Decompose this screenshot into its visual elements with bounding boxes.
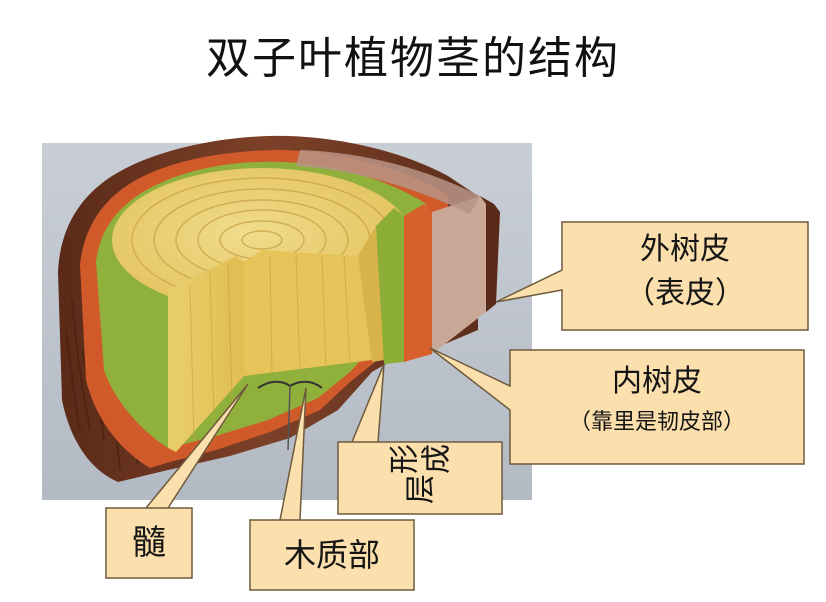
callout-outer-bark (495, 221, 809, 331)
callout-xylem (249, 387, 415, 591)
ring-top-bands (296, 150, 480, 214)
xylem-right-face (358, 226, 384, 362)
pith-label: 髓 (132, 523, 166, 563)
outer-bark-label: 外树皮 （表皮） (562, 228, 808, 316)
outer-bark-cut-edge (480, 196, 500, 312)
cambium-label: 形成层 (340, 445, 500, 510)
xylem-label: 木质部 (283, 536, 380, 574)
inner-bark-label-line2: （靠里是韧皮部） (568, 410, 745, 435)
outer-bark-label-line1: 外树皮 (640, 232, 730, 267)
inner-bark-cut-face (404, 204, 432, 362)
callout-cambium (337, 363, 503, 515)
callout-pith (105, 383, 249, 579)
pith-bracket-leader (287, 385, 291, 451)
xylem-front-face (168, 256, 244, 452)
wood-grain (189, 255, 351, 441)
callout-inner-bark (429, 347, 805, 465)
cambium-cut-face (376, 208, 404, 364)
outer-bark-label-line2: （表皮） (625, 276, 745, 311)
xylem-wedge-face (244, 250, 372, 376)
page-title: 双子叶植物茎的结构 (206, 33, 620, 84)
inner-bark-label-line1: 内树皮 (612, 364, 702, 399)
phloem-cut-face (432, 196, 486, 354)
inner-bark-label: 内树皮 （靠里是韧皮部） (510, 360, 804, 442)
cambium-label-text: 形成层 (388, 445, 452, 510)
